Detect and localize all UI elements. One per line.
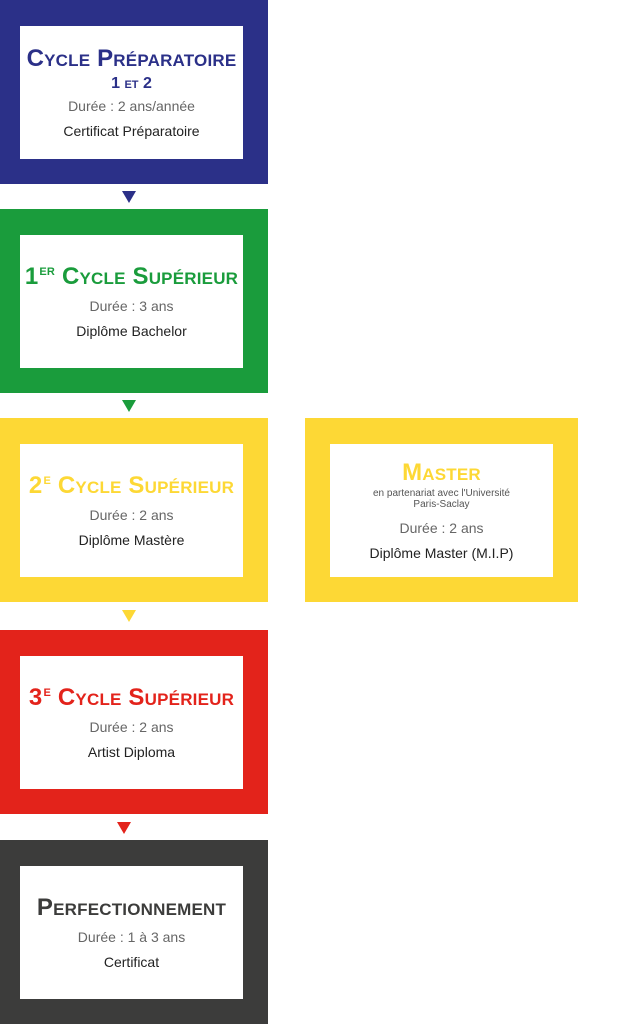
perfectionnement-content: Perfectionnement Durée : 1 à 3 ans Certi… (20, 866, 243, 999)
arrow-down-icon (122, 610, 136, 622)
cycle-preparatoire-box: Cycle Préparatoire 1 et 2 Durée : 2 ans/… (0, 0, 268, 184)
deuxieme-cycle-superieur-title: 2e Cycle Supérieur (29, 473, 234, 498)
deuxieme-cycle-duration: Durée : 2 ans (89, 506, 174, 523)
arrow-down-icon (117, 822, 131, 834)
cycle-preparatoire-subtitle: 1 et 2 (111, 74, 152, 92)
perfectionnement-duration: Durée : 1 à 3 ans (77, 928, 186, 945)
troisieme-cycle-ordinal-sup: e (43, 687, 52, 700)
deuxieme-cycle-superieur-box: 2e Cycle Supérieur Durée : 2 ans Diplôme… (0, 418, 268, 602)
troisieme-cycle-superieur-box: 3e Cycle Supérieur Durée : 2 ans Artist … (0, 630, 268, 814)
deuxieme-cycle-title-text: Cycle Supérieur (57, 472, 235, 500)
master-diploma: Diplôme Master (M.I.P) (369, 544, 514, 561)
deuxieme-cycle-ordinal-sup: e (43, 475, 52, 488)
premier-cycle-diploma: Diplôme Bachelor (76, 322, 187, 339)
premier-cycle-superieur-title: 1er Cycle Supérieur (25, 264, 238, 289)
master-content: Master en partenariat avec l'Université … (330, 444, 553, 577)
troisieme-cycle-duration: Durée : 2 ans (89, 718, 174, 735)
deuxieme-cycle-ordinal: 2 (28, 472, 43, 500)
perfectionnement-title: Perfectionnement (36, 894, 227, 922)
cycle-preparatoire-title: Cycle Préparatoire (27, 46, 237, 71)
master-partner-line2: Paris-Saclay (413, 499, 470, 511)
troisieme-cycle-superieur-title: 3e Cycle Supérieur (29, 685, 234, 710)
premier-cycle-superieur-content: 1er Cycle Supérieur Durée : 3 ans Diplôm… (20, 235, 243, 368)
premier-cycle-ordinal-sup: er (39, 266, 56, 279)
troisieme-cycle-diploma: Artist Diploma (87, 743, 176, 760)
premier-cycle-title-text: Cycle Supérieur (61, 263, 239, 291)
arrow-down-icon (122, 191, 136, 203)
perfectionnement-diploma: Certificat (103, 953, 160, 970)
master-box: Master en partenariat avec l'Université … (305, 418, 578, 602)
deuxieme-cycle-superieur-content: 2e Cycle Supérieur Durée : 2 ans Diplôme… (20, 444, 243, 577)
troisieme-cycle-ordinal: 3 (28, 684, 43, 712)
cycle-preparatoire-diploma: Certificat Préparatoire (63, 122, 200, 139)
troisieme-cycle-superieur-content: 3e Cycle Supérieur Durée : 2 ans Artist … (20, 656, 243, 789)
master-partner-line1: en partenariat avec l'Université (373, 487, 510, 499)
cycle-preparatoire-content: Cycle Préparatoire 1 et 2 Durée : 2 ans/… (20, 26, 243, 159)
cycle-preparatoire-title-text: Cycle Préparatoire (26, 45, 237, 73)
premier-cycle-duration: Durée : 3 ans (89, 297, 174, 314)
premier-cycle-superieur-box: 1er Cycle Supérieur Durée : 3 ans Diplôm… (0, 209, 268, 393)
premier-cycle-ordinal: 1 (24, 263, 39, 291)
cycle-preparatoire-duration: Durée : 2 ans/année (68, 97, 195, 114)
deuxieme-cycle-diploma: Diplôme Mastère (78, 531, 185, 548)
arrow-down-icon (122, 400, 136, 412)
master-duration: Durée : 2 ans (399, 519, 484, 536)
master-title: Master (402, 459, 481, 487)
perfectionnement-box: Perfectionnement Durée : 1 à 3 ans Certi… (0, 840, 268, 1024)
troisieme-cycle-title-text: Cycle Supérieur (57, 684, 235, 712)
